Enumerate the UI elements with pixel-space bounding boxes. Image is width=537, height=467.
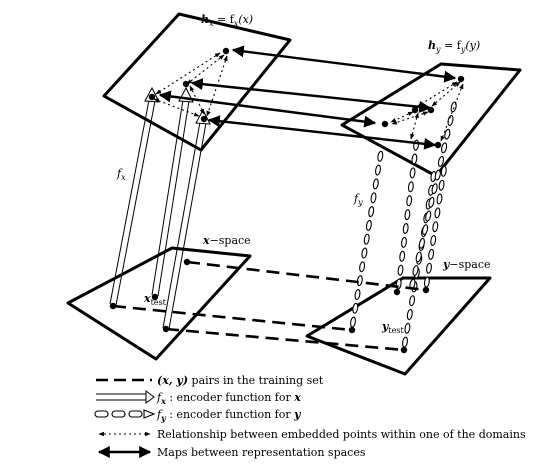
fy-oval-segment [411, 153, 418, 165]
legend-rel-text: Relationship between embedded points wit… [157, 428, 526, 441]
fy-oval-segment [436, 193, 443, 205]
fy-oval-segment [368, 206, 375, 218]
hy-label: hy = fy(y) [428, 39, 480, 54]
fy-oval-segment [402, 222, 409, 235]
fy-oval-segment [363, 233, 370, 245]
legend-pairs-text: (x, y) pairs in the training set [157, 374, 324, 387]
fy-oval-segment [412, 265, 419, 276]
fy-oval-segment [370, 192, 377, 204]
fy-oval-segment [406, 309, 413, 320]
hx-points [148, 47, 230, 123]
fy-oval-segment [359, 261, 366, 273]
legend-maps-text: Maps between representation spaces [157, 446, 366, 459]
fy-oval-segment [413, 139, 420, 151]
fy-oval-segment [422, 224, 429, 236]
fy-oval-segment [372, 178, 379, 190]
fy-oval-segment [438, 179, 445, 191]
legend: (x, y) pairs in the training set fx : en… [94, 374, 526, 459]
y-test-label: ytest [381, 320, 404, 335]
fy-oval-segment [431, 183, 438, 195]
legend-fy-text: fy : encoder function for y [156, 408, 302, 423]
fy-oval-segment [418, 237, 425, 249]
fy-oval-segment [375, 164, 381, 176]
fy-oval-segment [415, 251, 422, 263]
fy-oval-segment [425, 210, 432, 222]
fy-oval-segment [361, 247, 368, 259]
fy-oval-segment [428, 196, 435, 208]
y-space-plane [305, 276, 492, 376]
fy-oval-segment [430, 234, 437, 247]
legend-fx-swatch [96, 390, 155, 404]
fy-oval-segment [402, 336, 408, 348]
hx-hy-maps [158, 45, 457, 150]
hy-points [381, 75, 465, 149]
fy-oval-segment [434, 169, 441, 181]
fy-oval-segment [444, 128, 451, 140]
x-space-plane [66, 246, 252, 361]
fy-oval-segment [426, 262, 432, 274]
fy-oval-segment [437, 155, 445, 167]
hy-representation-plane [340, 62, 522, 178]
fy-oval-segment [356, 275, 363, 287]
y-space-points [348, 286, 430, 354]
fy-oval-segment [401, 236, 407, 248]
hx-representation-plane [102, 12, 292, 152]
encoder-fx-arrows [109, 86, 211, 330]
training-pairs-dashed [112, 260, 427, 352]
fy-oval-segment [434, 207, 441, 219]
fy-oval-segment [350, 316, 356, 328]
fy-oval-segment [406, 195, 413, 207]
fy-oval-segment [377, 150, 384, 162]
fy-oval-segment [407, 181, 414, 193]
fx-label: fx [116, 167, 126, 182]
fy-oval-segment [441, 142, 448, 154]
fy-oval-segment [432, 221, 439, 233]
hx-label: hx = fx(x) [201, 13, 253, 28]
fy-oval-segment [409, 295, 416, 307]
x-space-label: x−space [202, 234, 251, 247]
fy-oval-segment [354, 289, 361, 300]
fy-oval-segment [397, 264, 404, 276]
fy-oval-segment [428, 248, 435, 260]
y-space-label: y−space [442, 258, 491, 271]
x-space-points [109, 258, 191, 333]
fy-label: fy [353, 192, 363, 207]
fy-oval-segment [409, 167, 416, 179]
fy-oval-segment [404, 322, 411, 334]
fy-oval-segment [404, 209, 411, 221]
legend-fy-swatch [94, 409, 156, 419]
fy-oval-segment [352, 302, 359, 314]
x-test-label: xtest [143, 292, 167, 307]
legend-fx-text: fx : encoder function for x [156, 391, 301, 406]
fy-oval-segment [440, 165, 447, 177]
fy-oval-segment [365, 219, 372, 231]
fy-oval-segment [399, 250, 406, 262]
